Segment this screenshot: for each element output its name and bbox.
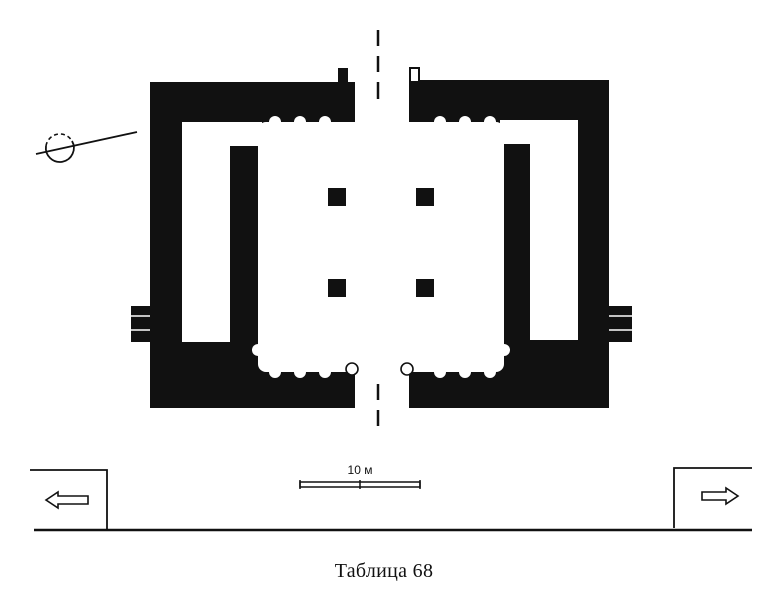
right-connector [500,120,578,144]
pillar [328,279,346,297]
pillar [328,188,346,206]
left-gate-column [345,362,359,376]
left-side-tab [131,306,153,342]
scale-bar: 10 м [299,463,421,489]
right-direction-box [673,467,752,528]
left-gate-post [338,68,348,84]
figure-caption: Таблица 68 [334,560,434,582]
right-gate-post [409,67,420,83]
pillar [416,188,434,206]
right-gate-column [400,362,414,376]
right-side-chamber [530,120,578,340]
scalloped-edge-bottom [269,366,496,378]
scalloped-edge-top [269,116,496,128]
courtyard-main [258,122,504,372]
pillars [328,188,434,297]
arrow-left-icon [44,490,89,510]
right-side-tab [607,306,632,342]
left-connector [182,122,262,146]
arrow-right-icon [701,486,740,506]
left-side-chamber [182,122,230,342]
scale-bar-label: 10 м [348,463,373,477]
central-courtyard [230,100,530,400]
left-direction-box [30,469,108,530]
pillar [416,279,434,297]
north-marker-icon [35,131,138,163]
